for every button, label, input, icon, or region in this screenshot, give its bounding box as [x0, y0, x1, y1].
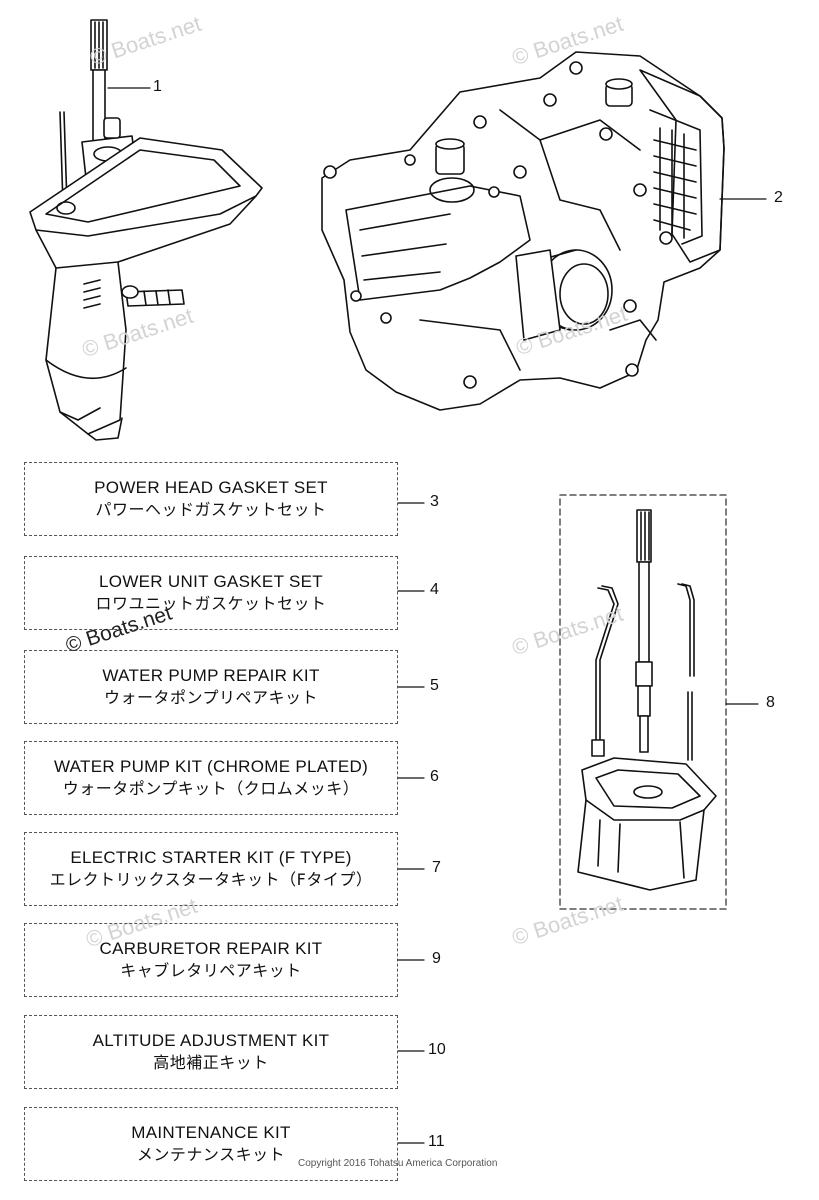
kit-name-jp: パワーヘッドガスケットセット — [95, 500, 327, 519]
kit-box-electric-starter-kit: ELECTRIC STARTER KIT (F TYPE) エレクトリックスター… — [24, 832, 398, 906]
kit-name-en: WATER PUMP KIT (CHROME PLATED) — [53, 757, 369, 776]
kit-name-jp: 高地補正キット — [153, 1053, 269, 1072]
callout-number-9: 9 — [432, 950, 441, 967]
kit-box-altitude-adjustment-kit: ALTITUDE ADJUSTMENT KIT 高地補正キット — [24, 1015, 398, 1089]
leader-lines — [107, 87, 767, 1144]
callout-number-11: 11 — [428, 1133, 445, 1150]
callout-number-6: 6 — [430, 768, 439, 785]
callout-number-8: 8 — [766, 694, 775, 711]
kit-name-jp: メンテナンスキット — [136, 1145, 286, 1164]
drive-shaft-kit-illustration — [577, 509, 717, 891]
kit-name-en: POWER HEAD GASKET SET — [94, 478, 328, 497]
callout-number-2: 2 — [774, 189, 783, 206]
kit-name-jp: エレクトリックスタータキット（Fタイプ） — [49, 870, 373, 889]
kit-name-jp: ロワユニットガスケットセット — [95, 594, 327, 613]
kit-box-carburetor-repair-kit: CARBURETOR REPAIR KIT キャブレタリペアキット — [24, 923, 398, 997]
kit-name-en: ELECTRIC STARTER KIT (F TYPE) — [70, 848, 352, 867]
kit-name-jp: ウォータポンプリペアキット — [103, 688, 319, 707]
kit-name-en: MAINTENANCE KIT — [131, 1123, 291, 1142]
callout-number-10: 10 — [428, 1041, 446, 1058]
lower-unit-illustration — [29, 19, 263, 441]
kit-box-water-pump-repair-kit: WATER PUMP REPAIR KIT ウォータポンプリペアキット — [24, 650, 398, 724]
callout-number-5: 5 — [430, 677, 439, 694]
copyright-notice: Copyright 2016 Tohatsu America Corporati… — [298, 1158, 498, 1169]
callout-number-3: 3 — [430, 493, 439, 510]
callout-number-4: 4 — [430, 581, 439, 598]
kit-8-frame — [559, 494, 727, 910]
kit-name-en: LOWER UNIT GASKET SET — [99, 572, 323, 591]
power-head-illustration — [321, 51, 725, 411]
kit-box-water-pump-kit-chrome: WATER PUMP KIT (CHROME PLATED) ウォータポンプキッ… — [24, 741, 398, 815]
kit-name-en: ALTITUDE ADJUSTMENT KIT — [92, 1031, 330, 1050]
kit-name-jp: キャブレタリペアキット — [120, 961, 302, 980]
kit-name-jp: ウォータポンプキット（クロムメッキ） — [62, 779, 360, 798]
kit-box-lower-unit-gasket-set: LOWER UNIT GASKET SET ロワユニットガスケットセット — [24, 556, 398, 630]
callout-number-1: 1 — [153, 78, 162, 95]
kit-box-maintenance-kit: MAINTENANCE KIT メンテナンスキット — [24, 1107, 398, 1181]
kit-name-en: WATER PUMP REPAIR KIT — [102, 666, 320, 685]
callout-number-7: 7 — [432, 859, 441, 876]
kit-box-power-head-gasket-set: POWER HEAD GASKET SET パワーヘッドガスケットセット — [24, 462, 398, 536]
kit-name-en: CARBURETOR REPAIR KIT — [99, 939, 323, 958]
